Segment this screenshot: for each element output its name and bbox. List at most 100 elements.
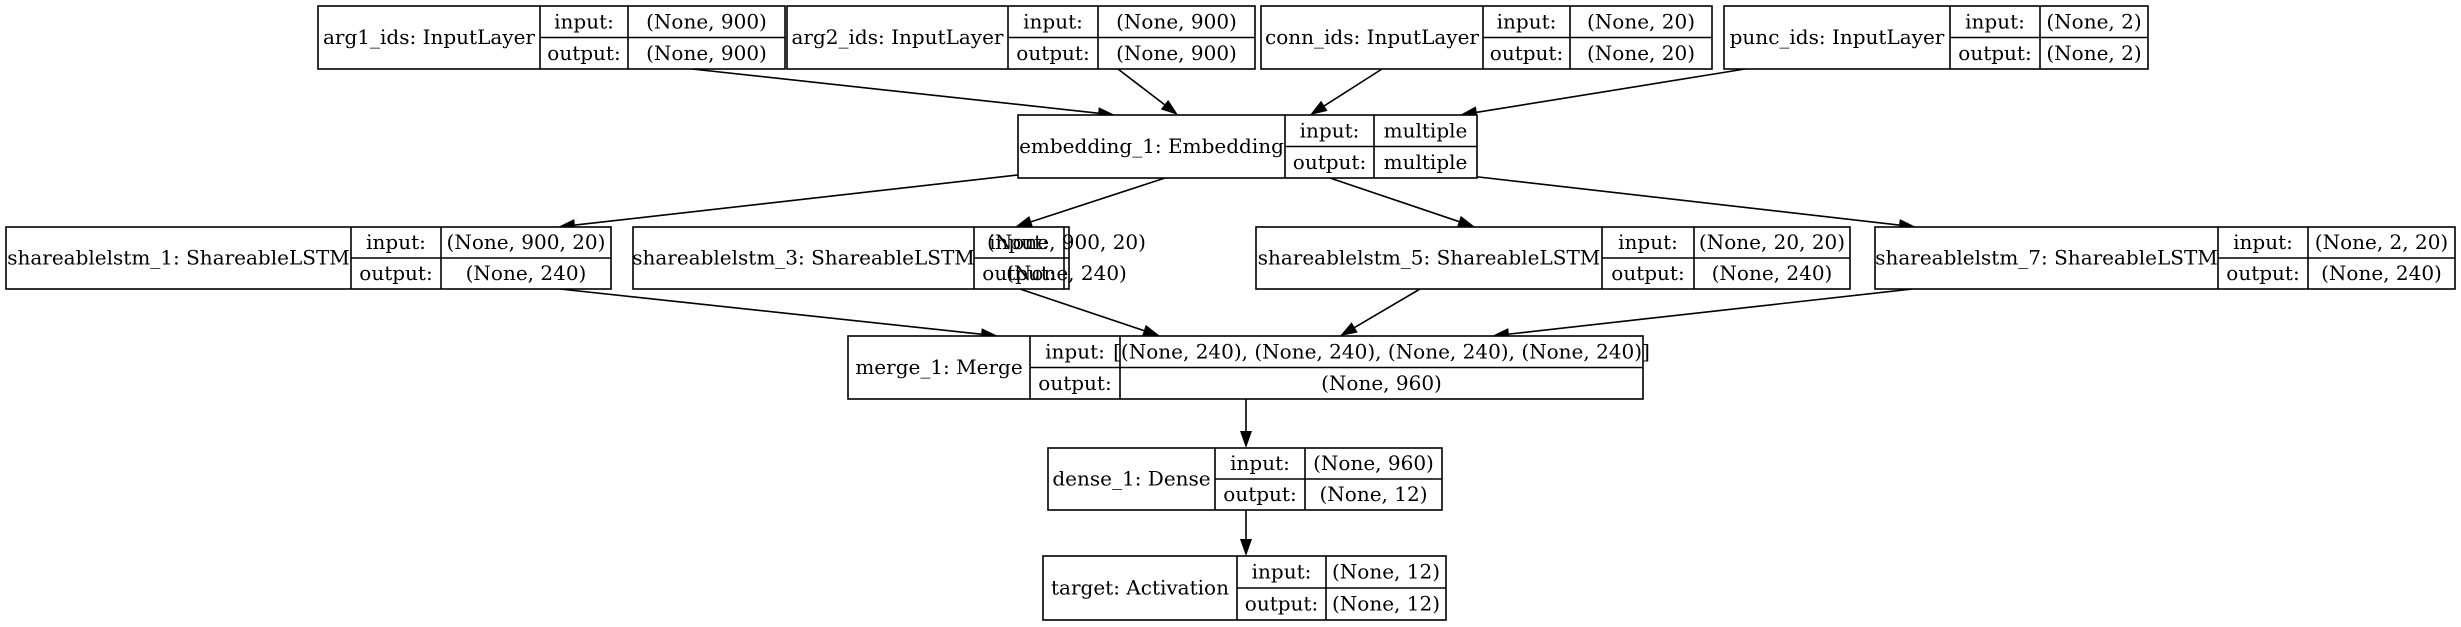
edge-line <box>1469 175 1900 226</box>
edge-line <box>1508 288 1913 335</box>
node-punc: punc_ids: InputLayer input: output: (None, … <box>1723 5 2149 70</box>
edge-emb-lstm5 <box>1329 177 1475 228</box>
input-key: input: <box>1618 230 1678 254</box>
input-key: input: <box>366 230 426 254</box>
input-key: input: <box>1965 9 2025 33</box>
input-key: input: <box>1497 9 1557 33</box>
output-shape: (None, 12) <box>1319 482 1427 506</box>
node-label: merge_1: Merge <box>855 355 1022 379</box>
edge-line <box>1476 68 1746 114</box>
output-key: output: <box>359 261 432 285</box>
input-key: input: <box>1230 451 1290 475</box>
node-lstm3: shareablelstm_3: ShareableLSTM input: outp… <box>632 226 1146 290</box>
input-key: input: <box>1045 339 1105 363</box>
node-lstm7: shareablelstm_7: ShareableLSTM input: outp… <box>1874 226 2456 290</box>
edge-punc-emb <box>1460 68 1746 119</box>
node-label: shareablelstm_3: ShareableLSTM <box>632 246 975 270</box>
input-key: input: <box>989 230 1049 254</box>
output-key: output: <box>1223 482 1296 506</box>
node-target: target: Activation input: output: (None, 12… <box>1042 555 1447 621</box>
node-label: shareablelstm_1: ShareableLSTM <box>7 246 350 270</box>
edge-line <box>1329 177 1460 223</box>
input-shape: (None, 900) <box>1116 9 1237 33</box>
edge-emb-lstm1 <box>558 174 1019 232</box>
edge-line <box>1323 68 1383 107</box>
arrowhead-icon <box>1456 215 1475 228</box>
edge-line <box>1019 288 1145 332</box>
node-label: target: Activation <box>1051 576 1229 600</box>
arrowhead-icon <box>1015 216 1034 228</box>
output-key: output: <box>547 41 620 65</box>
input-shape: (None, 20) <box>1587 9 1695 33</box>
nodes-layer: arg1_ids: InputLayerinput:output:(None, … <box>5 5 2456 621</box>
arrowhead-icon <box>1340 322 1358 336</box>
input-shape: (None, 2) <box>2046 9 2141 33</box>
node-label: dense_1: Dense <box>1052 467 1210 491</box>
edge-line <box>574 174 1019 226</box>
input-shape: [(None, 240), (None, 240), (None, 240), … <box>1113 339 1650 363</box>
input-shape: (None, 900, 20) <box>447 230 606 254</box>
output-shape: (None, 2) <box>2046 41 2141 65</box>
output-key: output: <box>1958 41 2031 65</box>
output-key: output: <box>1611 261 1684 285</box>
arrowhead-icon <box>1310 100 1328 115</box>
arrowhead-icon <box>1141 324 1160 337</box>
input-shape: multiple <box>1384 118 1468 142</box>
input-key: input: <box>1023 9 1083 33</box>
output-key: output: <box>1293 150 1366 174</box>
edge-merge-dense <box>1240 399 1252 448</box>
output-key: output: <box>1016 41 1089 65</box>
node-label: shareablelstm_7: ShareableLSTM <box>1875 246 2218 270</box>
output-shape: (None, 240) <box>466 261 587 285</box>
input-key: input: <box>1300 118 1360 142</box>
output-shape: (None, 240) <box>2321 261 2442 285</box>
input-key: input: <box>2233 230 2293 254</box>
input-shape: (None, 900, 20) <box>987 230 1146 254</box>
arrowhead-icon <box>1160 99 1178 115</box>
output-shape: (None, 20) <box>1587 41 1695 65</box>
output-key: output: <box>982 261 1055 285</box>
input-shape: (None, 12) <box>1332 560 1440 584</box>
node-arg2: arg2_ids: InputLayer input: output: (None, … <box>786 5 1256 70</box>
edge-lstm7-merge <box>1492 288 1913 341</box>
node-label: punc_ids: InputLayer <box>1730 25 1945 49</box>
node-label: arg2_ids: InputLayer <box>792 25 1004 49</box>
edge-lstm5-merge <box>1340 288 1421 336</box>
arrowhead-icon <box>1240 431 1252 448</box>
arrowhead-icon <box>1240 539 1252 556</box>
edge-emb-lstm7 <box>1469 175 1916 232</box>
edge-conn-emb <box>1310 68 1383 115</box>
input-key: input: <box>554 9 614 33</box>
node-label: embedding_1: Embedding <box>1019 134 1284 158</box>
node-conn: conn_ids: InputLayer input: output: (None, … <box>1260 5 1713 70</box>
edge-line <box>1354 288 1421 329</box>
output-key: output: <box>1245 592 1318 616</box>
edge-lstm3-merge <box>1019 288 1160 337</box>
edge-emb-lstm3 <box>1015 177 1166 228</box>
output-shape: (None, 900) <box>1116 41 1237 65</box>
node-merge: merge_1: Merge input: output:[(None, 240),… <box>847 335 1650 400</box>
edge-line <box>1030 177 1166 223</box>
output-shape: (None, 240) <box>1006 261 1127 285</box>
output-key: output: <box>1490 41 1563 65</box>
node-emb: embedding_1: Embedding input: output: multi… <box>1017 114 1478 179</box>
output-shape: (None, 240) <box>1712 261 1833 285</box>
input-shape: (None, 2, 20) <box>2315 230 2448 254</box>
output-key: output: <box>2226 261 2299 285</box>
node-label: arg1_ids: InputLayer <box>323 25 535 49</box>
output-shape: (None, 900) <box>646 41 767 65</box>
input-shape: (None, 20, 20) <box>1699 230 1845 254</box>
edge-line <box>691 68 1099 114</box>
node-lstm1: shareablelstm_1: ShareableLSTM input: outp… <box>5 226 612 290</box>
input-shape: (None, 960) <box>1313 451 1434 475</box>
edge-line <box>1117 68 1165 106</box>
input-key: input: <box>1252 560 1312 584</box>
node-label: conn_ids: InputLayer <box>1265 25 1479 49</box>
output-shape: (None, 12) <box>1332 592 1440 616</box>
output-key: output: <box>1038 371 1111 395</box>
edge-arg2-emb <box>1117 68 1178 115</box>
edge-lstm1-merge <box>559 288 998 341</box>
edges-layer <box>558 68 1916 556</box>
node-label: shareablelstm_5: ShareableLSTM <box>1258 246 1601 270</box>
